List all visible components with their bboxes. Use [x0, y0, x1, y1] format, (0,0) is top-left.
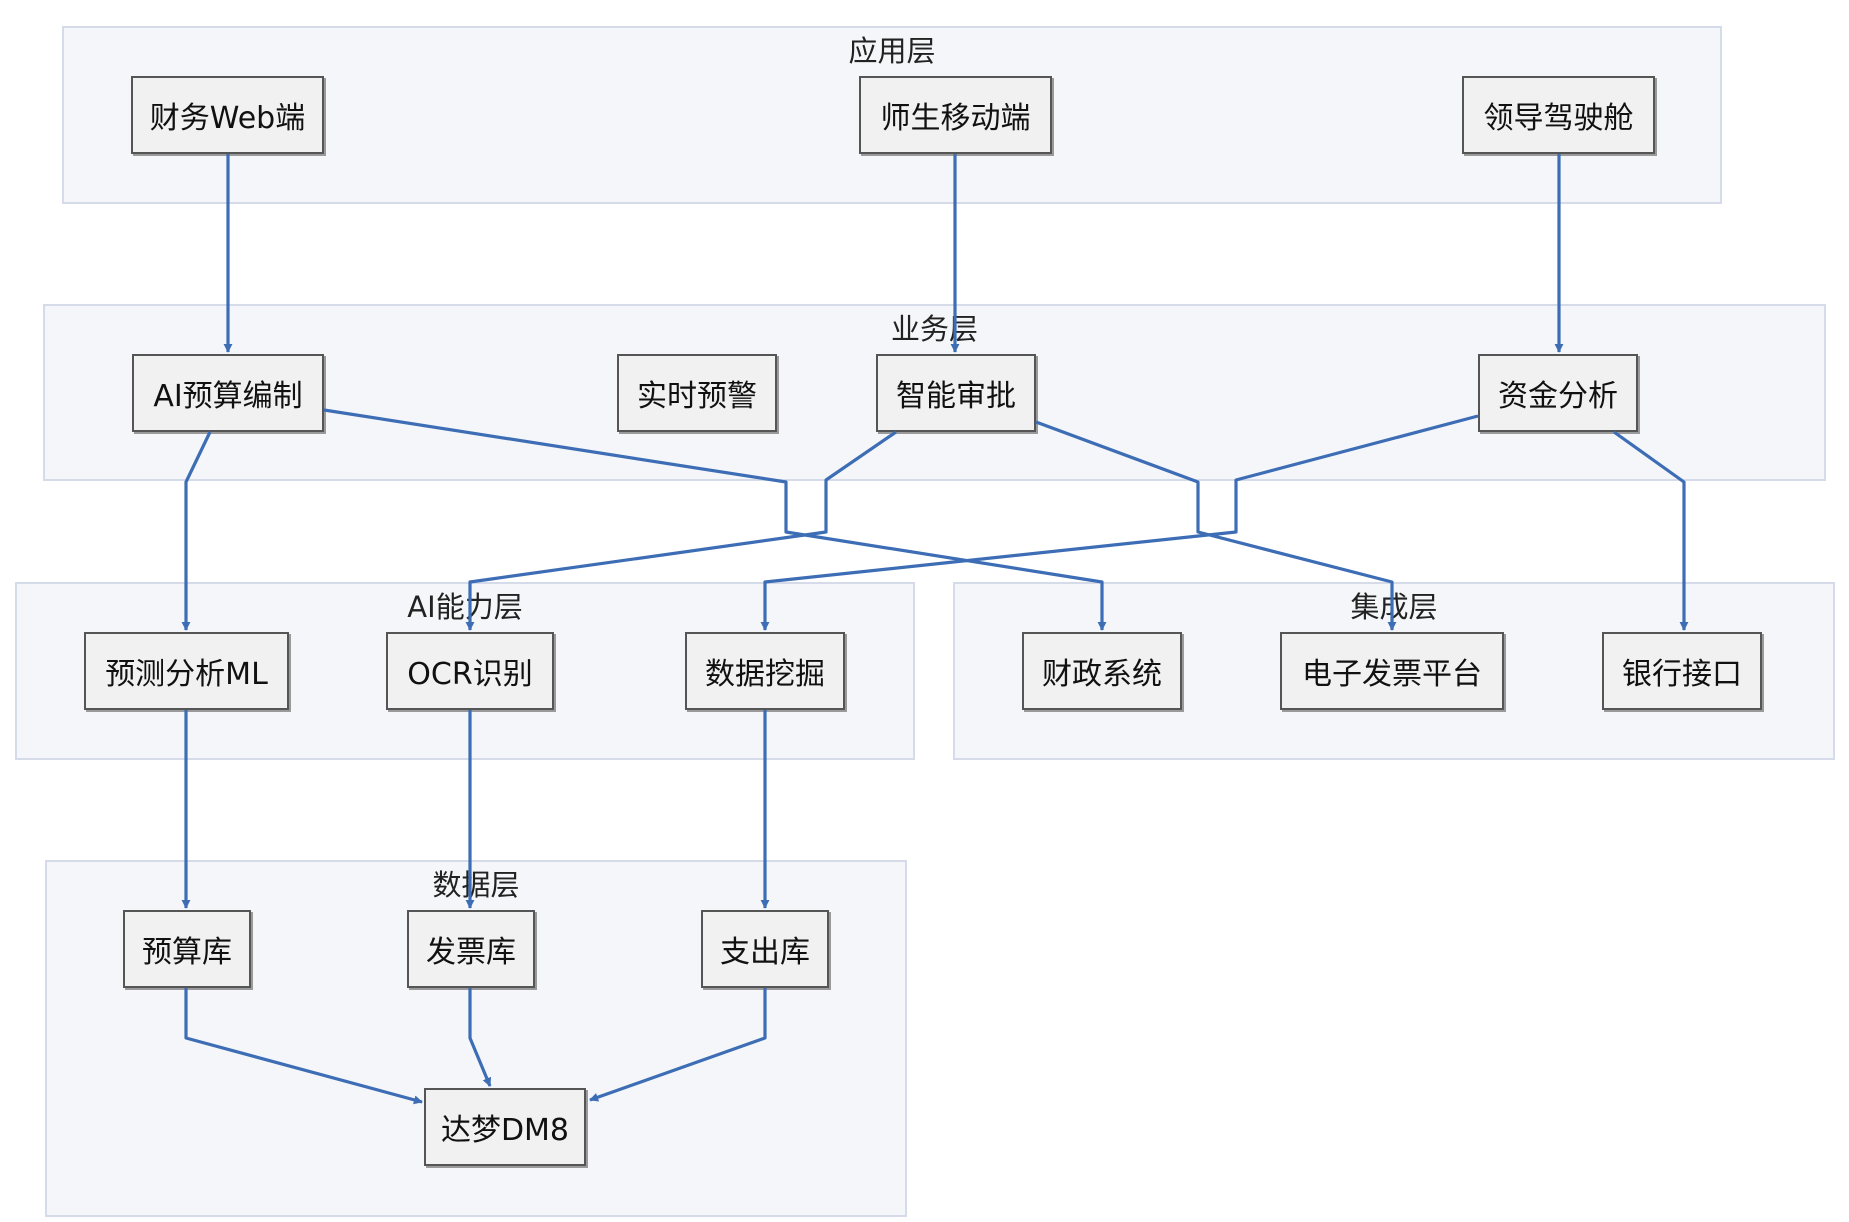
- node-alert: 实时预警: [617, 354, 777, 432]
- node-bank: 银行接口: [1602, 632, 1762, 710]
- node-predict-ml: 预测分析ML: [84, 632, 289, 710]
- node-invoice-db: 发票库: [407, 910, 535, 988]
- node-expense-db: 支出库: [701, 910, 829, 988]
- node-ai-budget: AI预算编制: [132, 354, 324, 432]
- node-finance-web: 财务Web端: [131, 76, 324, 154]
- node-mining: 数据挖掘: [685, 632, 845, 710]
- node-ocr: OCR识别: [386, 632, 554, 710]
- layer-app-label: 应用层: [848, 34, 936, 68]
- layer-ai-label: AI能力层: [407, 590, 523, 624]
- node-budget-db: 预算库: [123, 910, 251, 988]
- node-fund-analysis: 资金分析: [1478, 354, 1638, 432]
- layer-data-label: 数据层: [432, 868, 520, 902]
- layer-integration-label: 集成层: [1350, 590, 1438, 624]
- node-dm8: 达梦DM8: [424, 1088, 586, 1166]
- node-approval: 智能审批: [876, 354, 1036, 432]
- node-finance-sys: 财政系统: [1022, 632, 1182, 710]
- node-einvoice: 电子发票平台: [1280, 632, 1504, 710]
- node-cockpit: 领导驾驶舱: [1462, 76, 1655, 154]
- node-mobile: 师生移动端: [859, 76, 1052, 154]
- layer-biz-label: 业务层: [890, 312, 978, 346]
